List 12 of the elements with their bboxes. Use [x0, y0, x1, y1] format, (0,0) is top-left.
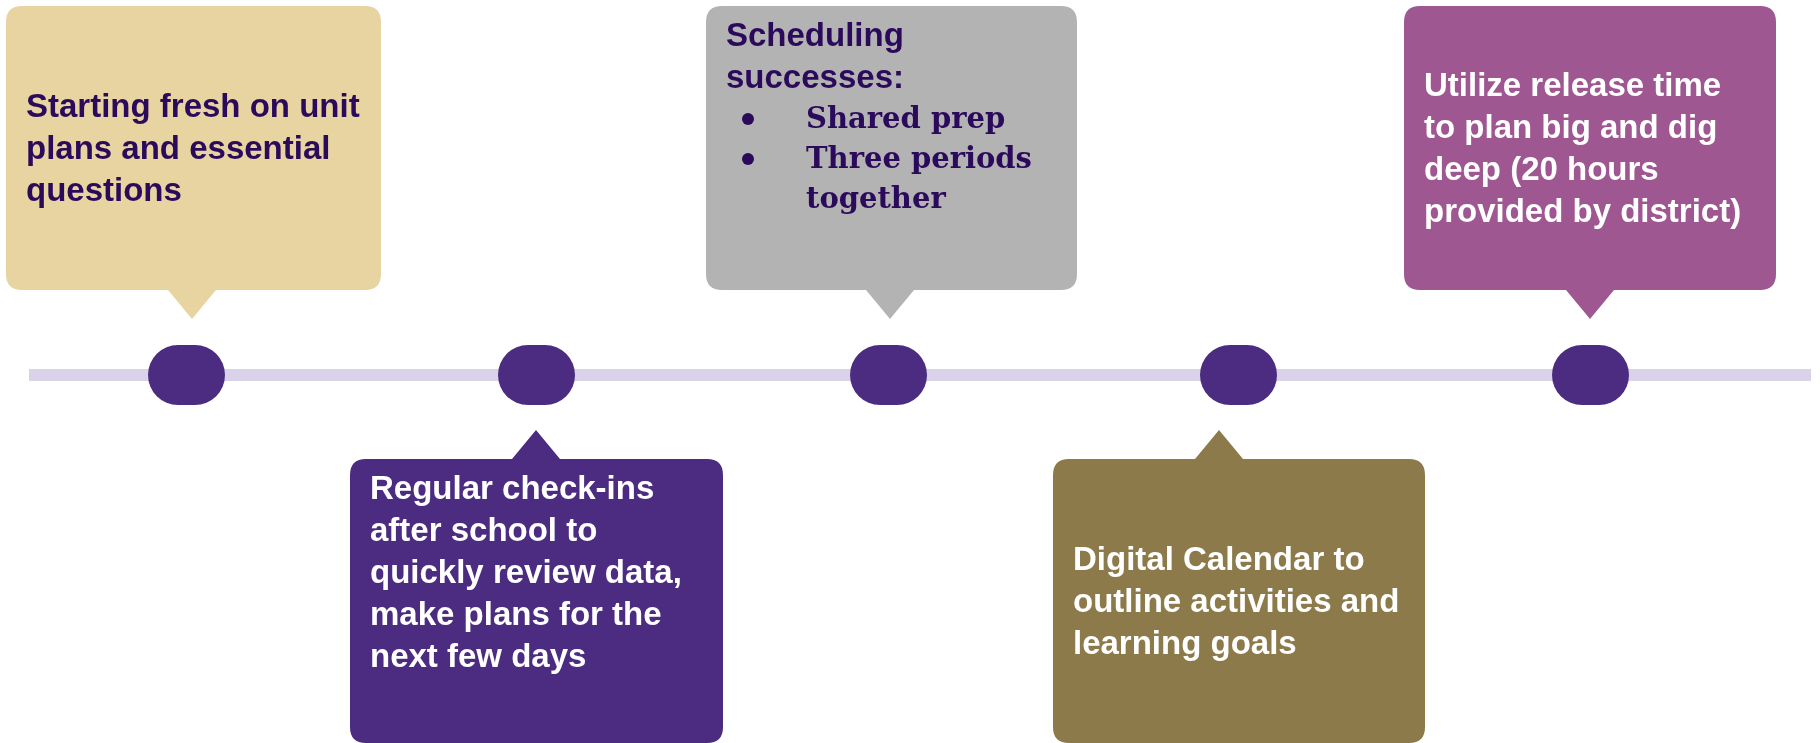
- callout-box: [6, 6, 381, 319]
- callout-box: [350, 430, 723, 743]
- callout-box: [1404, 6, 1776, 319]
- callout-box: [1053, 430, 1425, 743]
- bullet-text: Three periods together: [806, 140, 1033, 217]
- callout-text: Regular check-ins after school to quickly review data, make plans for the next few days: [370, 468, 683, 676]
- callout-text: Scheduling successes:: [726, 15, 905, 97]
- callout-text: Starting fresh on unit plans and essential questions: [26, 86, 361, 210]
- callout-text: Utilize release time to plan big and dig deep (20 hours provided by district): [1424, 65, 1743, 231]
- callout-box: [706, 6, 1077, 319]
- bullet-text: Shared prep: [806, 100, 1006, 137]
- callout-text: Digital Calendar to outline activities and learning goals: [1073, 539, 1401, 663]
